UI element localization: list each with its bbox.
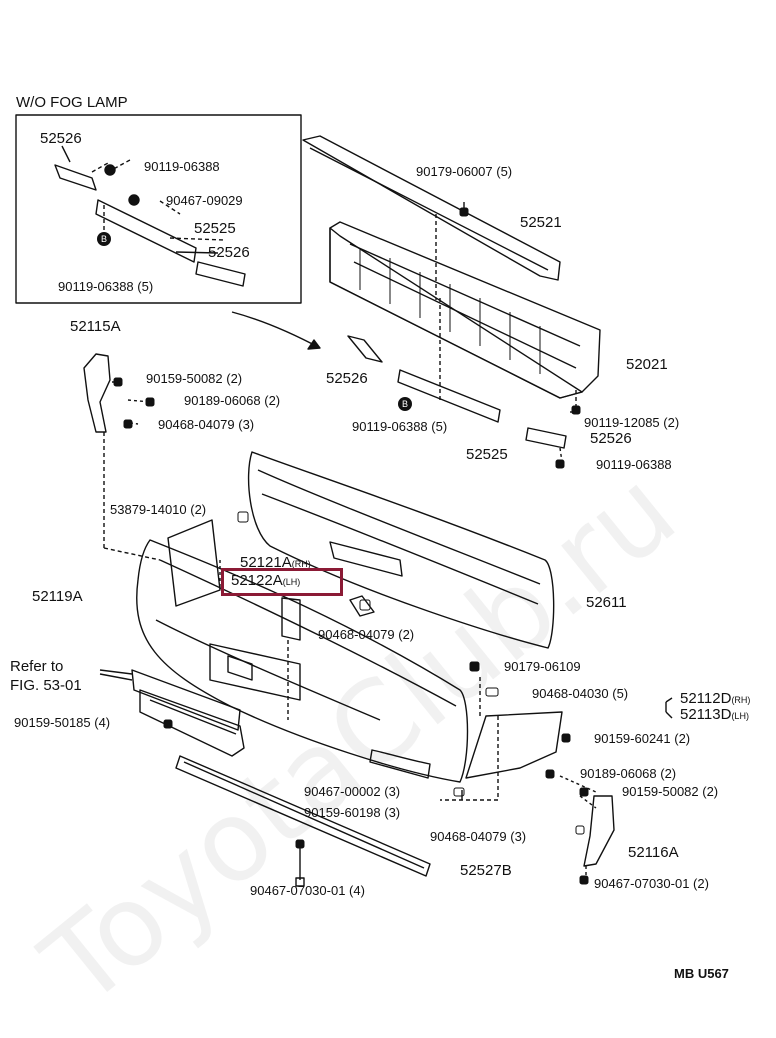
bracket-52526-right [525,427,567,449]
inset-frame [15,114,302,304]
b-marker-main: B [398,397,412,411]
part-label-52521: 52521 [520,214,562,231]
part-label-52121a: 52121A(RH) [240,554,311,571]
part-label-90468-04079-c: 90468-04079 (3) [430,829,527,844]
side-rh: (RH) [291,559,311,569]
part-label-90189-06068-a: 90189-06068 (2) [184,393,281,408]
part-label-90119-06388-5-inset: 90119-06388 (5) [58,279,154,294]
part-label-52525-inset: 52525 [194,220,236,237]
stay-52115a [83,353,111,433]
inset-bracket-52526b [195,261,246,287]
side-lh: (LH) [282,577,301,587]
lower-grille [131,669,241,731]
refer-to-text: Refer to [10,658,64,675]
part-label-52526-mid: 52526 [326,370,368,387]
bracket-52526-mid [347,335,383,363]
part-number-52112d: 52112D [680,690,732,707]
bar-52521 [302,135,561,281]
part-label-52122a: 52122A(LH) [231,572,301,589]
part-label-90468-04079-a: 90468-04079 (3) [158,417,255,432]
reinforcement-52021 [329,221,601,399]
part-label-90468-04079-b: 90468-04079 (2) [318,627,415,642]
part-label-90467-07030-01-a: 90467-07030-01 (4) [250,883,365,898]
part-label-90179-06109: 90179-06109 [504,659,581,674]
part-label-90119-06388: 90119-06388 [596,457,672,472]
part-label-90119-06388-inset: 90119-06388 [144,159,220,174]
part-label-52113d: 52113D(LH) [680,706,749,723]
part-label-90119-06388-5: 90119-06388 (5) [352,419,448,434]
part-label-90159-60241: 90159-60241 (2) [594,731,691,746]
inset-bracket-52525 [95,199,197,263]
part-label-90159-50082-b: 90159-50082 (2) [622,784,719,799]
strip-52527b [175,755,431,877]
bumper-cover-52119a [136,539,469,783]
bracket-52525-mid [397,369,501,423]
absorber-52611 [247,451,555,649]
part-label-52526-inset: 52526 [40,130,82,147]
part-number-52122a: 52122A [231,572,283,589]
part-number-52113d: 52113D [680,706,732,723]
part-label-90467-07030-01-b: 90467-07030-01 (2) [594,876,709,891]
part-label-90189-06068-b: 90189-06068 (2) [580,766,677,781]
part-label-53879-14010: 53879-14010 (2) [110,502,207,517]
highlight-box [221,568,343,596]
part-label-52115a: 52115A [70,318,121,335]
corner-lamp [465,711,563,779]
part-label-90179-06007: 90179-06007 (5) [416,164,513,179]
part-label-52525: 52525 [466,446,508,463]
part-label-52527b: 52527B [460,862,512,879]
inset-bracket-52526 [54,164,97,191]
side-rh-52112d: (RH) [731,695,751,705]
b-marker-inset: B [97,232,111,246]
part-label-52526b-inset: 52526 [208,244,250,261]
part-label-90468-04030: 90468-04030 (5) [532,686,629,701]
figure-reference: FIG. 53-01 [10,677,82,694]
inset-title: W/O FOG LAMP [16,94,128,111]
part-label-90159-60198: 90159-60198 (3) [304,805,401,820]
part-label-90159-50082-a: 90159-50082 (2) [146,371,243,386]
part-number-52121a: 52121A [240,554,292,571]
part-label-52526-right: 52526 [590,430,632,447]
part-label-52112d: 52112D(RH) [680,690,751,707]
part-label-90467-00002: 90467-00002 (3) [304,784,401,799]
side-lh-52113d: (LH) [731,711,749,721]
part-label-52116a: 52116A [628,844,679,861]
part-label-90119-12085: 90119-12085 (2) [584,415,680,430]
diagram-code: MB U567 [674,966,729,981]
part-label-90159-50185: 90159-50185 (4) [14,715,111,730]
part-label-52119a: 52119A [32,588,83,605]
stay-52116a [583,795,615,867]
part-label-52611: 52611 [586,594,627,611]
part-label-90467-09029: 90467-09029 [166,193,243,208]
part-label-52021: 52021 [626,356,668,373]
